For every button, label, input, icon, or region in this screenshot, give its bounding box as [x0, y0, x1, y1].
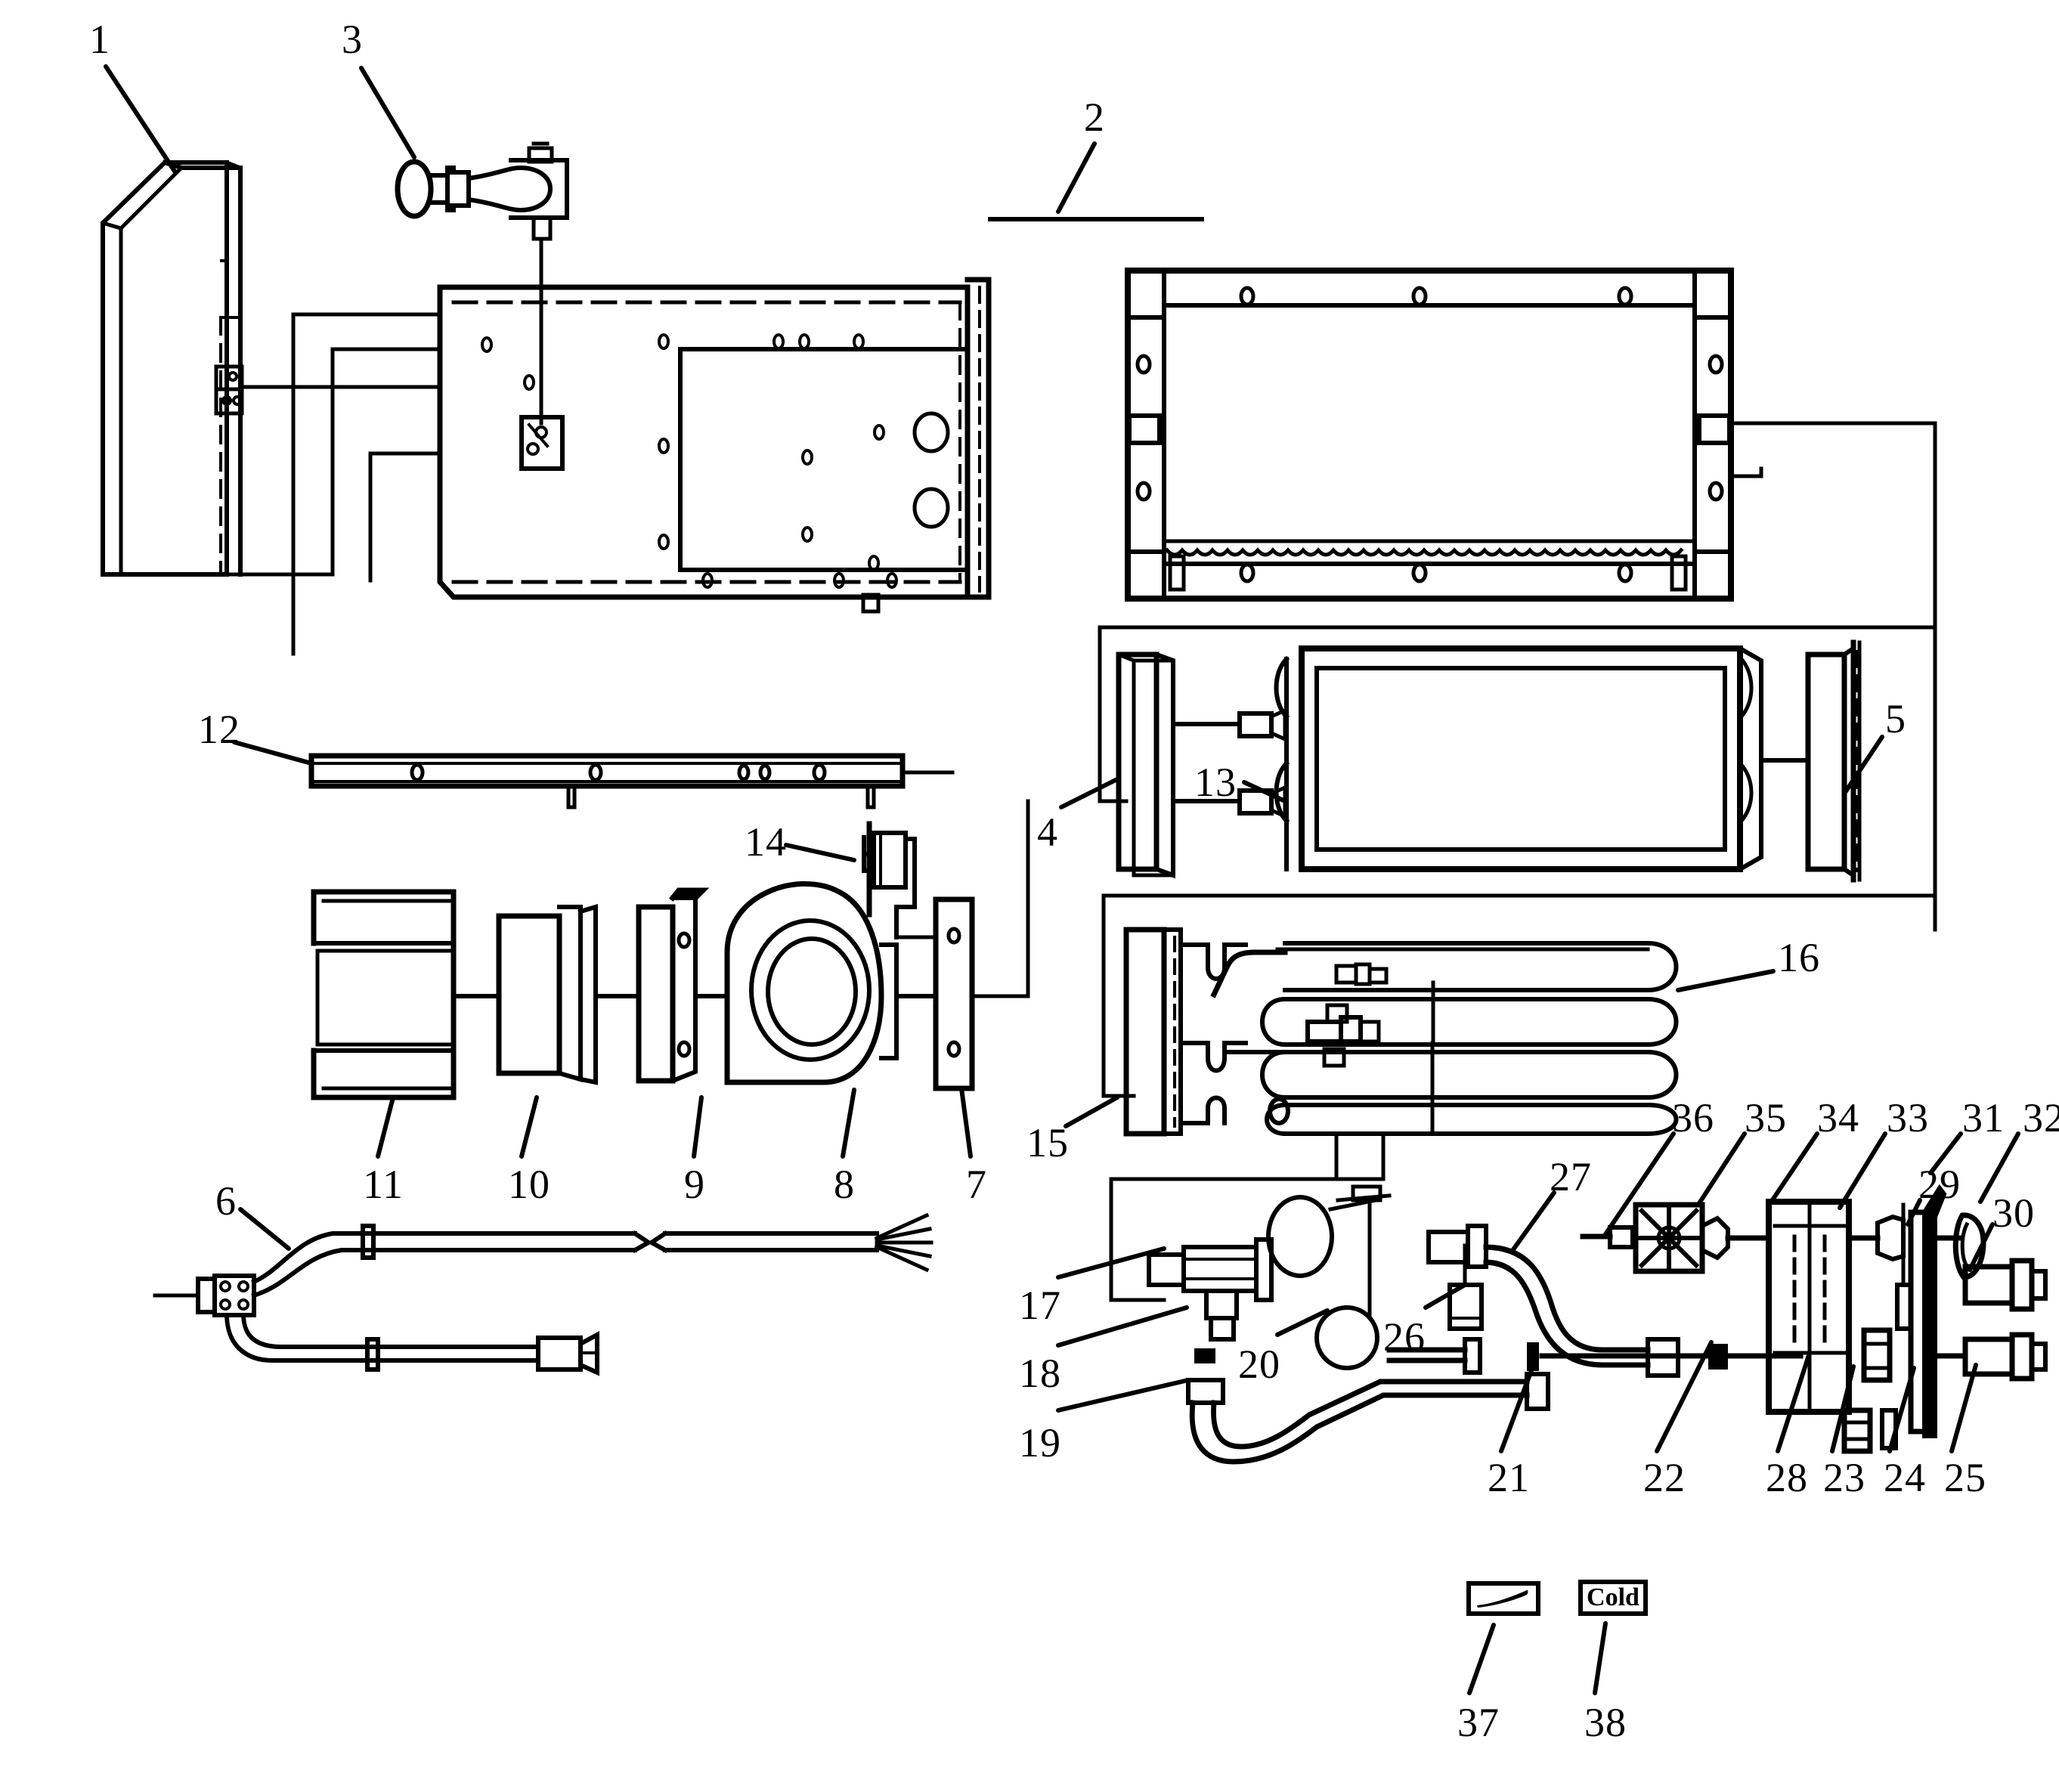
callout-6: 6 [215, 1178, 237, 1224]
cold-decal: Cold [1578, 1580, 1648, 1616]
callout-3: 3 [342, 17, 363, 62]
callout-12: 12 [198, 707, 240, 752]
part-2-grille-frame [1125, 268, 1937, 932]
part-10-filter [496, 903, 641, 1085]
callout-28: 28 [1766, 1455, 1808, 1500]
callout-9: 9 [684, 1162, 705, 1207]
part-11-bracket [311, 889, 501, 1100]
callout-2: 2 [1084, 94, 1105, 140]
callout-15: 15 [1026, 1120, 1069, 1165]
small-parts-cluster [1580, 1184, 2048, 1454]
callout-30: 30 [1992, 1190, 2035, 1236]
callout-5: 5 [1885, 696, 1906, 741]
callout-21: 21 [1488, 1455, 1530, 1500]
callout-4: 4 [1037, 809, 1058, 855]
callout-17: 17 [1019, 1283, 1061, 1328]
part-3-control-knob [395, 141, 569, 471]
part-15-16-evaporator-coil [1123, 927, 1679, 1181]
part-1-cover [100, 159, 244, 577]
callout-34: 34 [1817, 1095, 1859, 1141]
fan-speed-icon [1477, 1589, 1528, 1608]
callout-37: 37 [1457, 1700, 1500, 1745]
part-12-mounting-rail [308, 753, 955, 809]
callout-18: 18 [1019, 1351, 1061, 1396]
callout-13: 13 [1194, 760, 1237, 805]
callout-22: 22 [1643, 1455, 1686, 1500]
callout-26: 26 [1383, 1314, 1426, 1360]
callout-8: 8 [834, 1162, 855, 1207]
callout-38: 38 [1584, 1700, 1627, 1745]
callout-35: 35 [1745, 1095, 1787, 1141]
callout-23: 23 [1823, 1455, 1865, 1500]
callout-24: 24 [1884, 1455, 1926, 1500]
callout-1: 1 [89, 17, 110, 62]
duct-connector-lines [153, 312, 442, 656]
part-9-plate [636, 887, 729, 1084]
part-14-switch [862, 821, 938, 939]
part-8-blower [724, 881, 938, 1085]
callout-33: 33 [1887, 1095, 1929, 1141]
callout-7: 7 [966, 1162, 987, 1207]
callout-29: 29 [1918, 1162, 1961, 1207]
main-housing-box [437, 217, 1204, 614]
part-17-expansion-valve [1147, 1184, 1392, 1370]
cold-decal-text: Cold [1587, 1583, 1639, 1611]
callout-36: 36 [1672, 1095, 1714, 1141]
callout-31: 31 [1962, 1095, 2005, 1141]
blower-symbol-decal [1466, 1581, 1540, 1616]
callout-16: 16 [1778, 935, 1820, 980]
callout-27: 27 [1550, 1154, 1592, 1199]
part-26-sensor [1426, 1224, 1488, 1331]
part-19-tube [1186, 1372, 1550, 1465]
callout-19: 19 [1019, 1420, 1061, 1465]
callout-32: 32 [2023, 1095, 2059, 1141]
callout-11: 11 [363, 1162, 404, 1207]
callout-14: 14 [745, 819, 787, 865]
part-7-mount-plate [933, 799, 1030, 1091]
callout-10: 10 [508, 1162, 550, 1207]
callout-20: 20 [1238, 1342, 1280, 1387]
part-21-bolt [1386, 1337, 1711, 1375]
callout-25: 25 [1944, 1455, 1986, 1500]
part-6-wiring-harness [153, 1212, 934, 1376]
